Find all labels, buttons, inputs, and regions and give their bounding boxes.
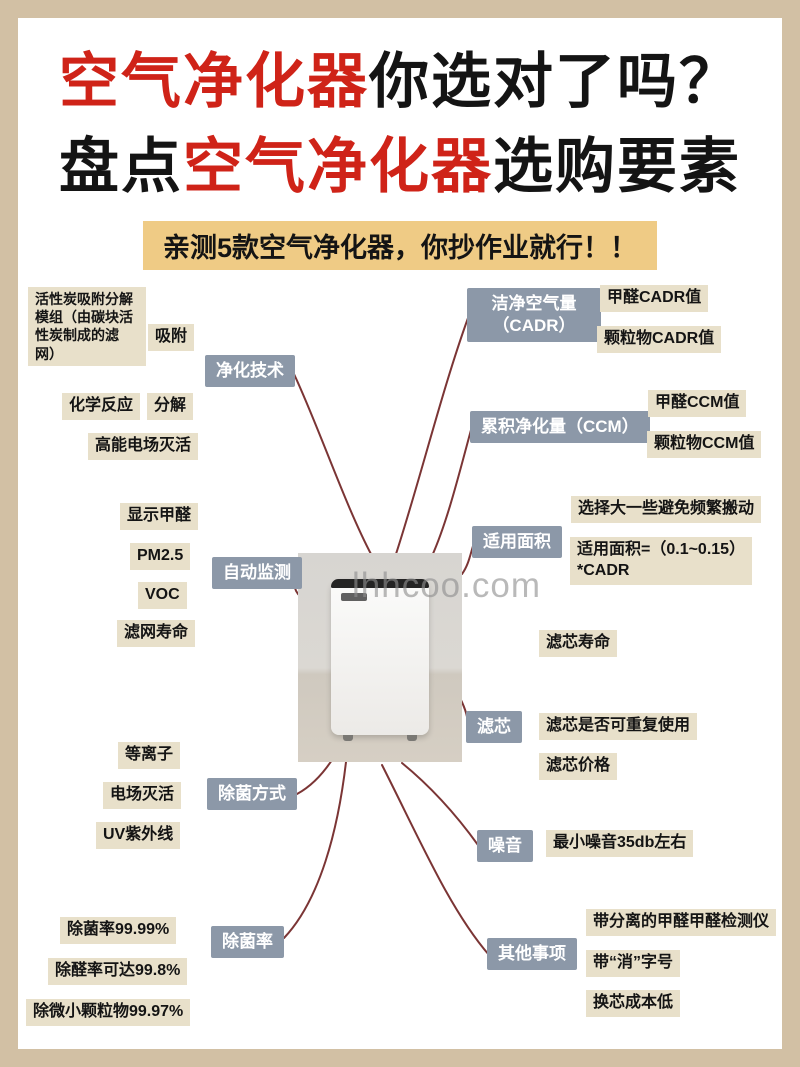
title-black-text: 你选对了吗？ xyxy=(369,49,741,115)
leaf-item: 最小噪音35db左右 xyxy=(546,830,694,857)
leaf-item: 吸附 xyxy=(148,324,195,351)
node-cadr-line1: 洁净空气量 xyxy=(491,294,577,313)
purifier-foot xyxy=(343,735,353,741)
leaf-item: VOC xyxy=(138,582,187,609)
leaf-item: 等离子 xyxy=(118,742,181,769)
title-red-text: 空气净化器 xyxy=(183,134,493,201)
leaf-item: 颗粒物CCM值 xyxy=(647,431,762,458)
connector-line xyxy=(431,429,472,557)
purifier-display xyxy=(341,593,367,601)
node-cadr-line2: （CADR） xyxy=(492,316,576,336)
node-other: 其他事项 xyxy=(487,938,577,971)
connector-line xyxy=(401,762,479,846)
leaf-item: 高能电场灭活 xyxy=(88,433,199,460)
leaf-item: 显示甲醛 xyxy=(120,503,199,530)
watermark: lhhcoo.com xyxy=(352,566,541,605)
connector-line xyxy=(296,759,333,795)
leaf-item: 电场灭活 xyxy=(103,782,182,809)
leaf-item: 除醛率可达99.8% xyxy=(48,958,188,985)
leaf-item: 化学反应 xyxy=(62,393,141,420)
leaf-item: 除菌率99.99% xyxy=(60,917,177,944)
leaf-item: 滤网寿命 xyxy=(117,620,196,647)
leaf-item: 活性炭吸附分解模组（由碳块活性炭制成的滤网） xyxy=(28,287,146,366)
connector-line xyxy=(395,317,469,555)
node-cadr: 洁净空气量 （CADR） xyxy=(467,288,601,343)
purifier-foot xyxy=(407,735,417,741)
leaf-item: PM2.5 xyxy=(130,543,191,570)
leaf-item: 适用面积=（0.1~0.15） *CADR xyxy=(570,537,753,585)
purifier-illustration xyxy=(331,579,429,741)
node-ccm: 累积净化量（CCM） xyxy=(470,411,650,444)
leaf-item: 滤芯寿命 xyxy=(539,630,618,657)
leaf-item: 换芯成本低 xyxy=(586,990,681,1017)
node-purification-tech: 净化技术 xyxy=(205,355,295,388)
leaf-item: 颗粒物CADR值 xyxy=(597,326,722,353)
subtitle-banner: 亲测5款空气净化器，你抄作业就行！！ xyxy=(142,221,658,270)
leaf-item: 除微小颗粒物99.97% xyxy=(26,999,191,1026)
connector-line xyxy=(283,761,347,939)
leaf-item: 滤芯是否可重复使用 xyxy=(539,713,698,740)
node-noise: 噪音 xyxy=(477,830,533,863)
title-black-text: 盘点 xyxy=(59,134,183,201)
leaf-item: 带“消”字号 xyxy=(586,950,681,977)
node-filter: 滤芯 xyxy=(466,711,522,744)
connector-line xyxy=(293,373,373,557)
title-line-1: 空气净化器你选对了吗？ xyxy=(0,40,800,125)
node-area: 适用面积 xyxy=(472,526,562,559)
title-line-2: 盘点空气净化器选购要素 xyxy=(0,125,800,210)
connector-line xyxy=(381,764,490,956)
leaf-item: UV紫外线 xyxy=(96,822,181,849)
title-red-text: 空气净化器 xyxy=(59,49,369,115)
purifier-photo xyxy=(298,553,462,762)
node-sterilize-rate: 除菌率 xyxy=(211,926,284,959)
title-black-text: 选购要素 xyxy=(493,134,741,201)
poster-title: 空气净化器你选对了吗？ 盘点空气净化器选购要素 xyxy=(0,40,800,210)
leaf-item: 滤芯价格 xyxy=(539,753,618,780)
leaf-item: 分解 xyxy=(147,393,194,420)
node-auto-monitor: 自动监测 xyxy=(212,557,302,590)
leaf-item: 选择大一些避免频繁搬动 xyxy=(571,496,762,523)
node-sterilize-method: 除菌方式 xyxy=(207,778,297,811)
purifier-top-vent xyxy=(331,579,429,588)
leaf-item: 甲醛CCM值 xyxy=(648,390,747,417)
leaf-item: 带分离的甲醛甲醛检测仪 xyxy=(586,909,777,936)
leaf-item: 甲醛CADR值 xyxy=(600,285,709,312)
